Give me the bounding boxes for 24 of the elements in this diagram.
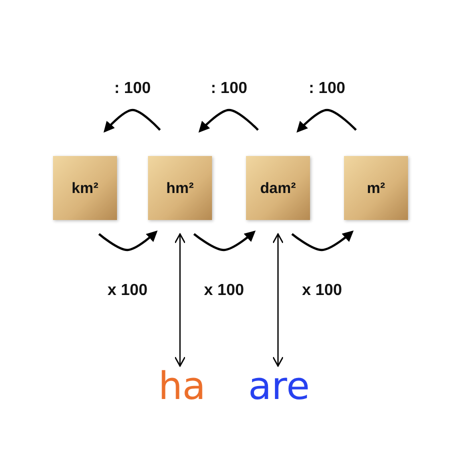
unit-label: km² <box>72 180 98 196</box>
edge-label: : 100 <box>114 80 151 98</box>
unit-box <box>53 156 117 220</box>
curved-arrow <box>198 108 259 133</box>
edge-label: x 100 <box>302 282 342 300</box>
curved-arrow <box>193 230 256 252</box>
unit-name: ha <box>158 364 206 408</box>
edge-label: x 100 <box>204 282 244 300</box>
unit-label: hm² <box>166 180 194 196</box>
unit-label: dam² <box>260 180 296 196</box>
curved-arrow <box>98 230 158 252</box>
unit-box <box>148 156 212 220</box>
edge-label: x 100 <box>107 282 148 300</box>
double-arrow <box>272 233 284 367</box>
double-arrow <box>174 233 186 367</box>
curved-arrow <box>104 108 161 133</box>
unit-label: m² <box>366 180 386 196</box>
curved-arrow <box>296 108 357 133</box>
unit-box <box>344 156 408 220</box>
curved-arrow <box>291 230 354 252</box>
unit-name: are <box>248 364 310 408</box>
edge-label: : 100 <box>308 80 346 98</box>
unit-box <box>246 156 310 220</box>
edge-label: : 100 <box>210 80 248 98</box>
